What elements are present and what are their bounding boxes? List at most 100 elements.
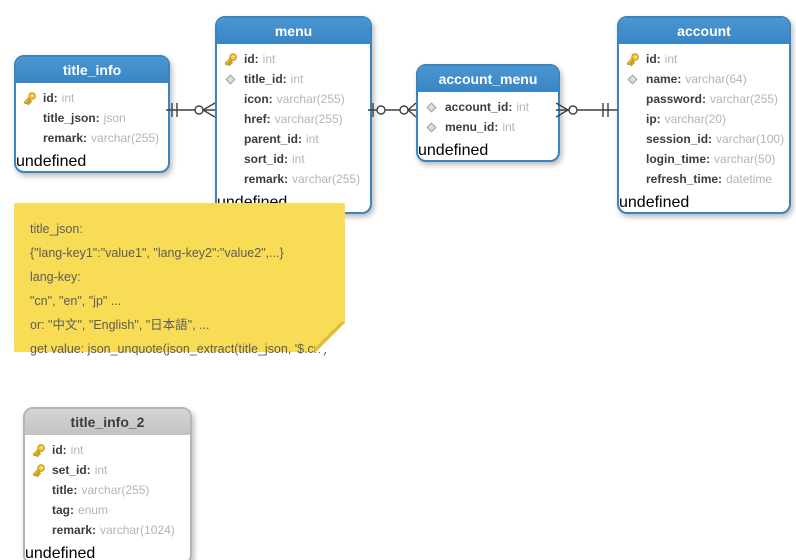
column-type: enum (78, 503, 109, 517)
column-type: varchar(100) (716, 132, 785, 146)
connector-title-info-menu[interactable] (166, 99, 215, 121)
column-name: id: (646, 52, 661, 66)
column-name: name: (646, 72, 682, 86)
column-row-title_id[interactable]: title_id:int (222, 69, 364, 89)
table-title[interactable]: menu (217, 18, 370, 46)
table-title[interactable]: title_info_2 (25, 409, 190, 437)
column-row-ip[interactable]: ip:varchar(20) (624, 109, 783, 129)
column-name: title_id: (244, 72, 287, 86)
foreign-key-diamond-icon (224, 73, 236, 85)
column-row-id[interactable]: id:int (30, 440, 184, 460)
column-type: int (290, 72, 304, 86)
column-row-title[interactable]: title:varchar(255) (30, 480, 184, 500)
column-row-id[interactable]: id:int (624, 49, 783, 69)
note-line: title_json: (30, 222, 83, 236)
column-name: refresh_time: (646, 172, 723, 186)
column-type: varchar(20) (664, 112, 727, 126)
table-title[interactable]: account (619, 18, 789, 46)
column-name: remark: (43, 131, 88, 145)
column-row-refresh_time[interactable]: refresh_time:datetime (624, 169, 783, 189)
column-type: int (94, 463, 108, 477)
column-row-set_id[interactable]: set_id:int (30, 460, 184, 480)
column-row-name[interactable]: name:varchar(64) (624, 69, 783, 89)
column-type: varchar(64) (685, 72, 747, 86)
column-row-session_id[interactable]: session_id:varchar(100) (624, 129, 785, 149)
note-line: get value: json_unquote(json_extract(tit… (30, 342, 328, 356)
column-name: href: (244, 112, 271, 126)
column-type: varchar(255) (292, 172, 361, 186)
column-type: varchar(255) (276, 92, 345, 106)
column-name: login_time: (646, 152, 711, 166)
column-type: varchar(50) (714, 152, 776, 166)
column-name: title_json: (43, 111, 100, 125)
column-name: sort_id: (244, 152, 289, 166)
column-type: varchar(255) (710, 92, 779, 106)
column-row-remark[interactable]: remark:varchar(255) (21, 128, 162, 148)
column-row-remark[interactable]: remark:varchar(1024) (30, 520, 184, 540)
column-row-login_time[interactable]: login_time:varchar(50) (624, 149, 783, 169)
connector-menu-account-menu[interactable] (368, 99, 416, 121)
table-title[interactable]: title_info (16, 57, 168, 85)
column-name: account_id: (445, 100, 513, 114)
column-row-icon[interactable]: icon:varchar(255) (222, 89, 364, 109)
column-row-title_json[interactable]: title_json:json (21, 108, 162, 128)
column-row-id[interactable]: id:int (21, 88, 162, 108)
column-type: int (70, 443, 84, 457)
column-row-account_id[interactable]: account_id:int (423, 97, 552, 117)
column-row-sort_id[interactable]: sort_id:int (222, 149, 364, 169)
primary-key-icon (32, 463, 45, 477)
note-line: "cn", "en", "jp" ... (30, 294, 122, 308)
column-row-href[interactable]: href:varchar(255) (222, 109, 364, 129)
column-type: varchar(255) (91, 131, 160, 145)
column-type: int (292, 152, 305, 166)
column-type: int (262, 52, 276, 66)
note-folded-corner-icon (315, 322, 345, 352)
column-name: tag: (52, 503, 74, 517)
column-name: title: (52, 483, 78, 497)
foreign-key-diamond-icon (425, 101, 437, 113)
column-row-parent_id[interactable]: parent_id:int (222, 129, 364, 149)
column-name: set_id: (52, 463, 91, 477)
column-name: remark: (52, 523, 97, 537)
column-type: varchar(1024) (100, 523, 175, 537)
column-row-menu_id[interactable]: menu_id:int (423, 117, 552, 137)
column-row-password[interactable]: password:varchar(255) (624, 89, 783, 109)
column-name: remark: (244, 172, 289, 186)
primary-key-icon (32, 443, 45, 457)
column-type: int (306, 132, 319, 146)
column-row-tag[interactable]: tag: enum (30, 500, 184, 520)
primary-key-icon (224, 52, 237, 66)
note-line: lang-key: (30, 270, 81, 284)
column-name: id: (52, 443, 67, 457)
foreign-key-diamond-icon (425, 121, 437, 133)
column-type: int (61, 91, 75, 105)
primary-key-icon (626, 52, 639, 66)
column-type: int (516, 100, 530, 114)
column-name: parent_id: (244, 132, 303, 146)
table-title[interactable]: account_menu (418, 66, 558, 94)
column-row-remark[interactable]: remark:varchar(255) (222, 169, 364, 189)
column-type: datetime (726, 172, 773, 186)
column-name: icon: (244, 92, 273, 106)
connector-account-menu-account[interactable] (556, 99, 617, 121)
column-type: json (103, 111, 126, 125)
column-name: password: (646, 92, 707, 106)
column-type: int (502, 120, 516, 134)
note-line: or: "中文", "English", "日本語", ... (30, 318, 210, 332)
column-name: session_id: (646, 132, 713, 146)
column-type: varchar(255) (274, 112, 343, 126)
column-name: id: (244, 52, 259, 66)
primary-key-icon (23, 91, 36, 105)
column-row-id[interactable]: id:int (222, 49, 364, 69)
column-type: varchar(255) (81, 483, 150, 497)
column-name: id: (43, 91, 58, 105)
sticky-note[interactable]: title_json:{"lang-key1":"value1", "lang-… (14, 203, 345, 356)
column-name: menu_id: (445, 120, 499, 134)
foreign-key-diamond-icon (626, 73, 638, 85)
